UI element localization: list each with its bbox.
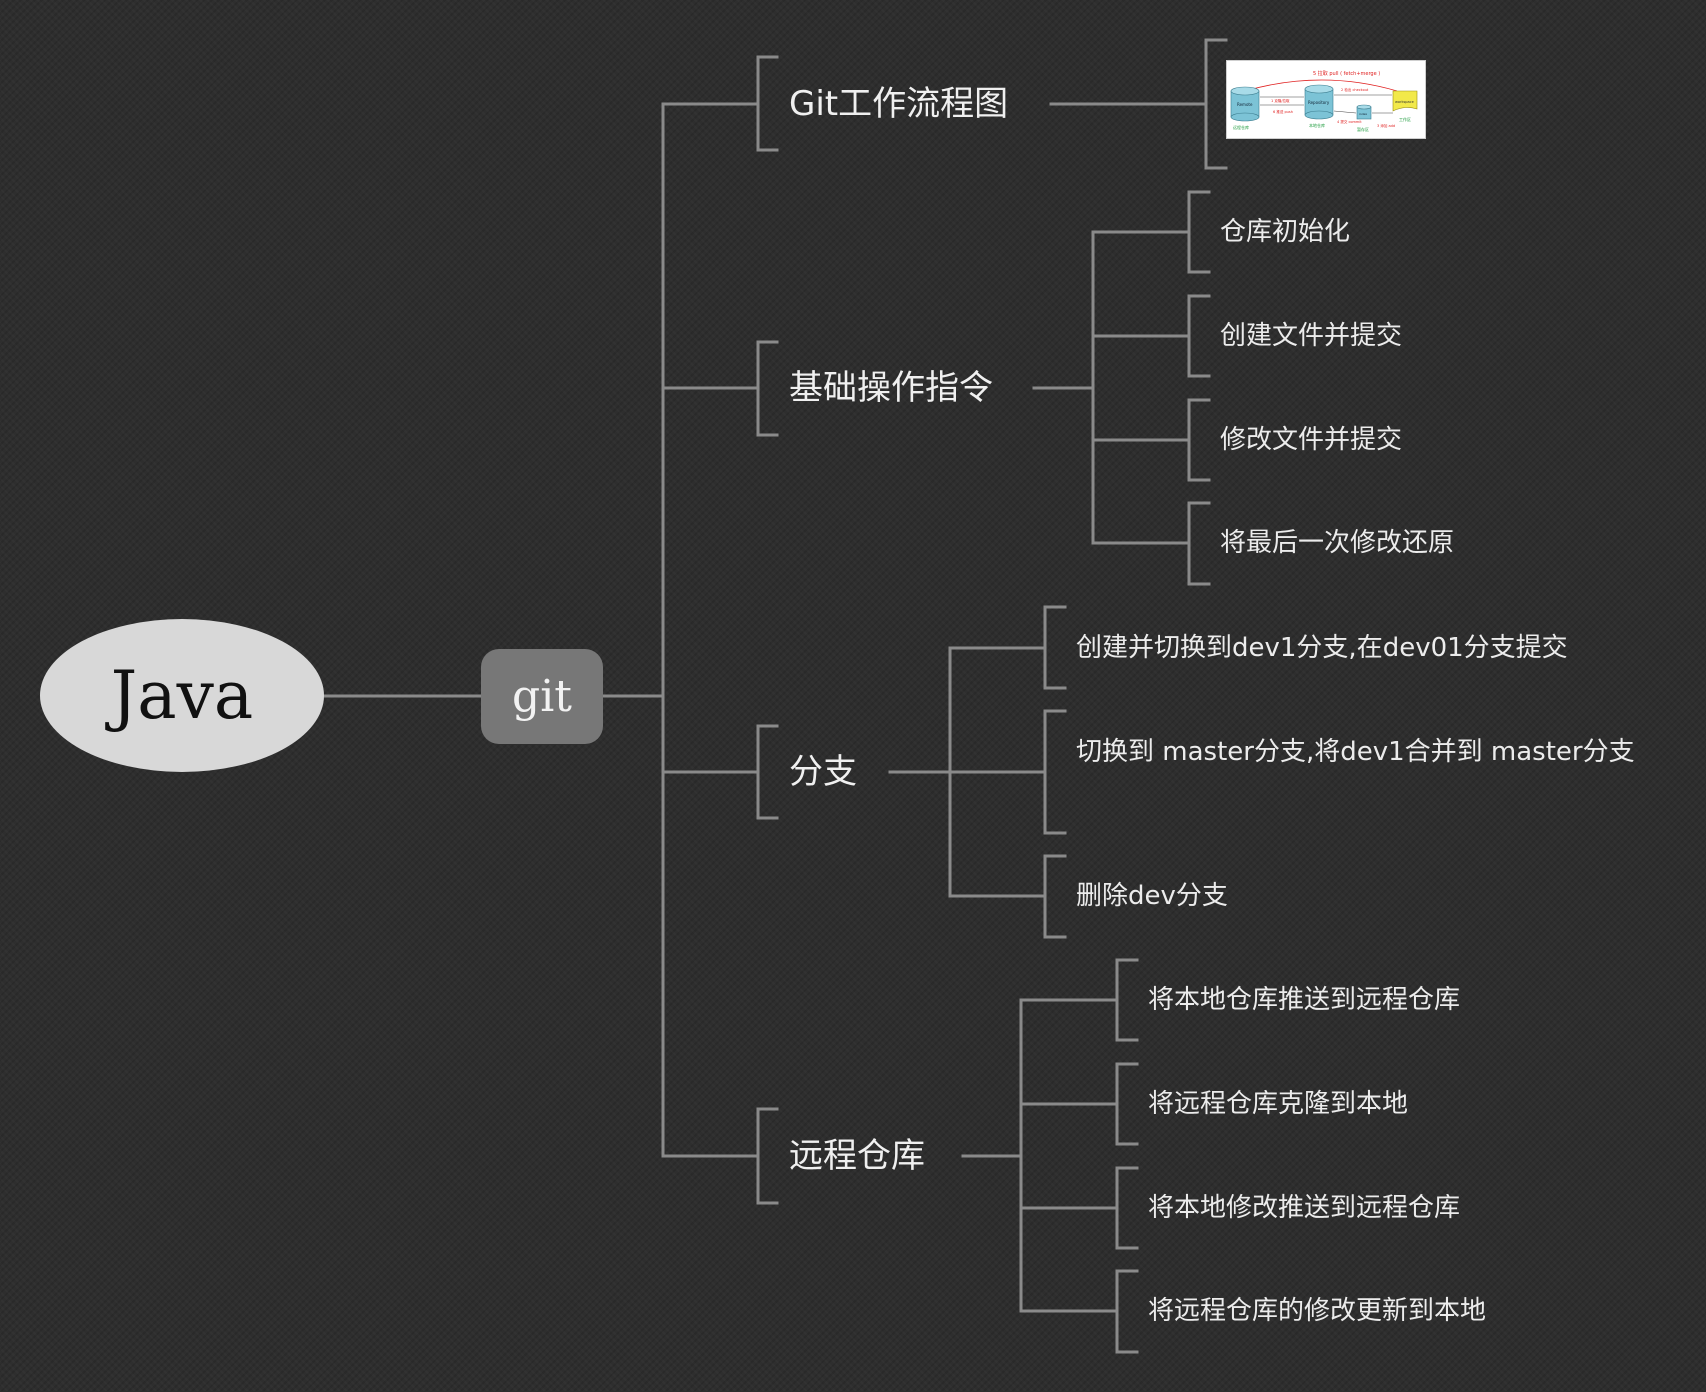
topic-git-workflow[interactable]: Git工作流程图 <box>789 84 1009 124</box>
thumb-node-workspace: workspace <box>1395 100 1414 104</box>
thumb-caption-index: 暂存区 <box>1357 126 1369 132</box>
thumb-caption-workspace: 工作区 <box>1399 116 1411 122</box>
thumb-node-index: index <box>1359 112 1367 116</box>
root-node-java[interactable]: Java <box>40 619 324 772</box>
subtopic-revert-last[interactable]: 将最后一次修改还原 <box>1220 528 1455 558</box>
subtopic-delete-dev[interactable]: 删除dev分支 <box>1076 881 1228 911</box>
workflow-diagram-drawing: 5 拉取 pull ( fetch+merge ) Remote Reposit… <box>1230 70 1418 132</box>
thumb-node-repository: Repository <box>1308 100 1330 105</box>
subtopic-modify-commit[interactable]: 修改文件并提交 <box>1220 425 1403 455</box>
thumb-caption-remote: 远程仓库 <box>1233 124 1249 130</box>
subtopic-create-switch-dev1[interactable]: 创建并切换到dev1分支,在dev01分支提交 <box>1076 633 1568 663</box>
topic-remote-repo[interactable]: 远程仓库 <box>789 1136 925 1176</box>
topic-branch[interactable]: 分支 <box>789 752 857 792</box>
subtopic-create-commit[interactable]: 创建文件并提交 <box>1220 321 1403 351</box>
repository-cylinder-icon: Repository <box>1304 84 1334 120</box>
thumb-node-remote: Remote <box>1237 102 1253 107</box>
topic-basic-commands[interactable]: 基础操作指令 <box>789 368 993 408</box>
subtopic-repo-init[interactable]: 仓库初始化 <box>1220 217 1351 247</box>
subtopic-pull-changes[interactable]: 将远程仓库的修改更新到本地 <box>1148 1296 1487 1326</box>
workspace-box-icon: workspace <box>1392 90 1418 112</box>
remote-cylinder-icon: Remote <box>1230 86 1260 122</box>
root-label: Java <box>110 657 254 734</box>
subtopic-push-local[interactable]: 将本地仓库推送到远程仓库 <box>1148 985 1461 1015</box>
hub-label: git <box>512 671 572 722</box>
subtopic-push-changes[interactable]: 将本地修改推送到远程仓库 <box>1148 1193 1461 1223</box>
thumb-top-label: 5 拉取 pull ( fetch+merge ) <box>1313 70 1380 77</box>
thumb-arrow-commit: 4 提交 commit <box>1337 119 1362 124</box>
thumb-caption-repository: 本地仓库 <box>1309 122 1325 128</box>
thumb-arrow-add: 3 添加 add <box>1377 123 1395 128</box>
thumb-arrow-push: 6 推送 push <box>1273 109 1293 114</box>
subtopic-clone-remote[interactable]: 将远程仓库克隆到本地 <box>1148 1089 1409 1119</box>
thumb-arrow-checkout: 2 检出 checkout <box>1341 87 1369 92</box>
thumb-arrow-clone: 1 克隆/拉取 <box>1271 98 1290 103</box>
hub-node-git[interactable]: git <box>481 649 603 744</box>
git-workflow-diagram-image[interactable]: 5 拉取 pull ( fetch+merge ) Remote Reposit… <box>1226 60 1426 139</box>
subtopic-merge-into-master[interactable]: 切换到 master分支,将dev1合并到 master分支 <box>1076 737 1635 767</box>
index-cylinder-icon: index <box>1356 104 1372 120</box>
